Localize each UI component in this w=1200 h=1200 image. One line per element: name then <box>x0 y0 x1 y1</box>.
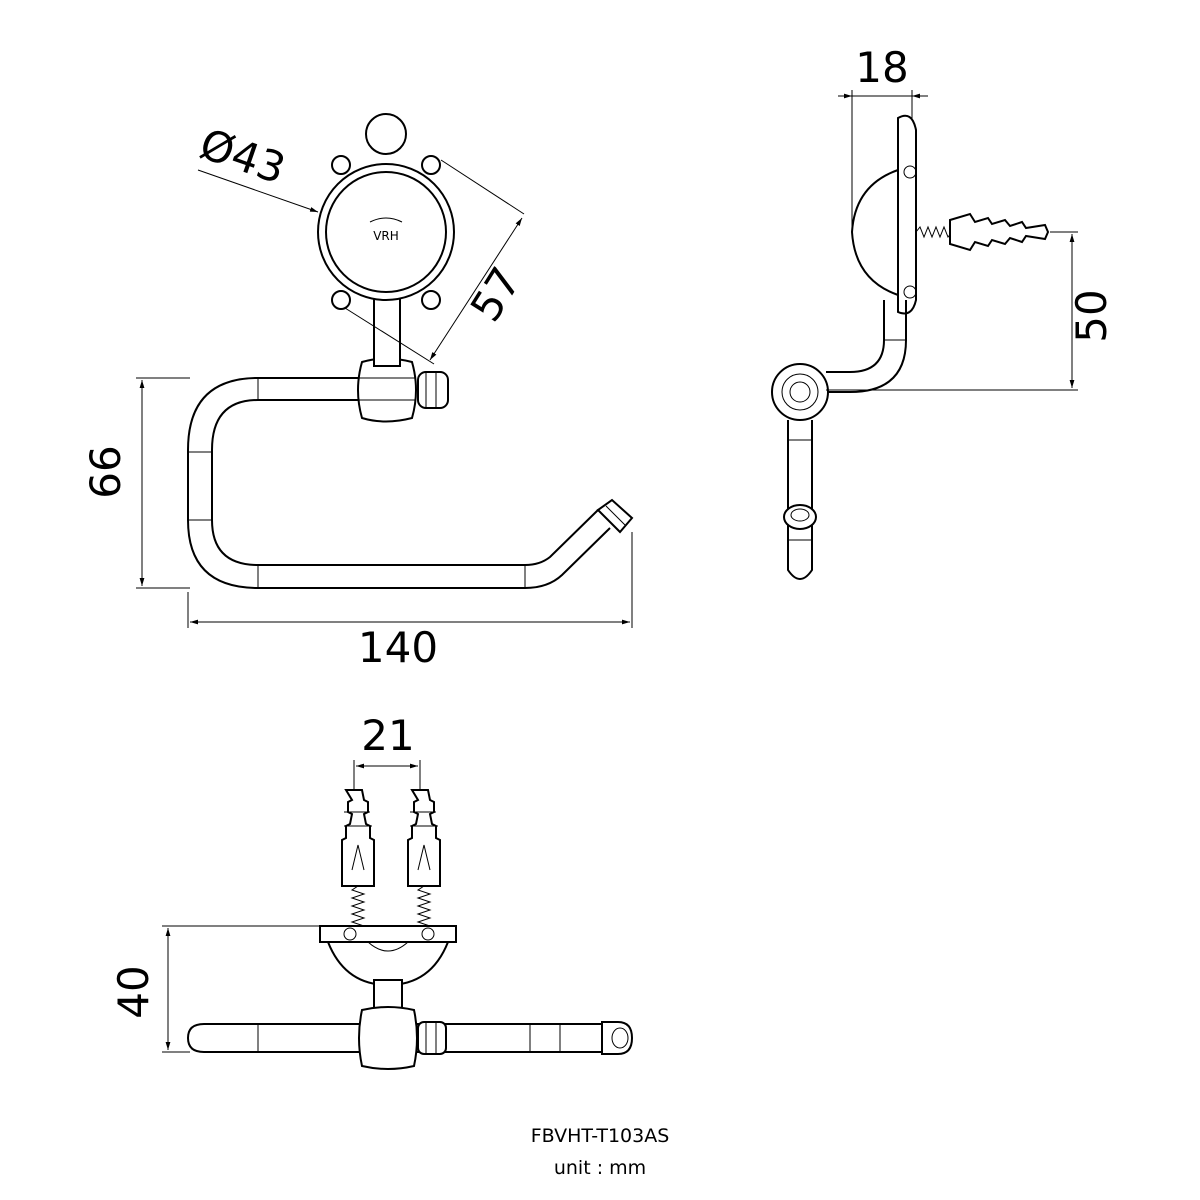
top-dome <box>326 941 450 987</box>
side-rod-end <box>783 504 817 530</box>
front-stem <box>373 287 401 367</box>
width-label: 140 <box>358 623 438 672</box>
brand-logo: VRH <box>373 229 399 243</box>
top-plate <box>319 925 457 943</box>
front-rod-inner <box>211 399 599 566</box>
height-label: 66 <box>81 445 130 498</box>
wall-anchor-icon <box>341 789 375 931</box>
top-ball <box>365 113 407 155</box>
top-barrel <box>358 1006 418 1070</box>
side-view: 18 50 <box>771 43 1116 580</box>
wall-anchor-icon <box>407 789 441 931</box>
side-anchor <box>949 212 1050 252</box>
projection-label: 18 <box>855 43 908 92</box>
top-depth-label: 40 <box>109 965 158 1018</box>
anchor-spacing-label: 21 <box>361 711 414 760</box>
depth-plate-label: 57 <box>461 259 531 330</box>
barrel-clamp <box>357 357 417 423</box>
front-rod-outer <box>187 377 611 589</box>
top-view: 21 <box>109 711 634 1070</box>
side-plate <box>897 114 917 315</box>
rod-end-cap <box>596 498 634 534</box>
side-dome <box>850 168 899 297</box>
bracket-drop-label: 50 <box>1067 289 1116 342</box>
diameter-label: Ø43 <box>194 119 292 193</box>
barrel-knob <box>417 371 449 409</box>
side-screw <box>915 225 953 239</box>
front-view: VRH Ø43 57 66 140 <box>81 113 634 672</box>
top-barrel-knob <box>417 1021 447 1055</box>
model-code: FBVHT-T103AS <box>531 1125 670 1147</box>
side-pivot <box>771 363 829 421</box>
unit-label: unit : mm <box>554 1157 646 1179</box>
